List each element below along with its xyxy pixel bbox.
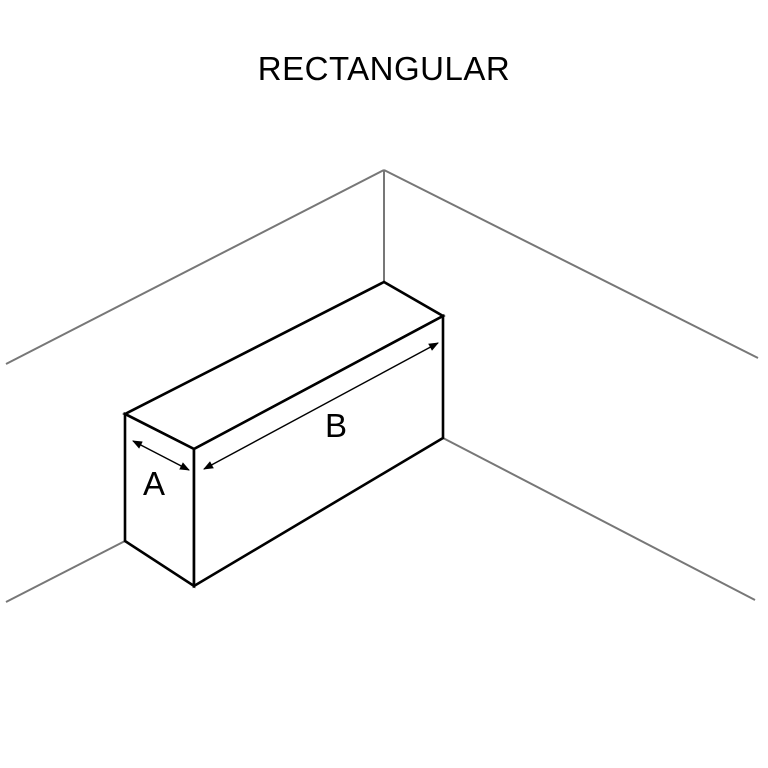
label-b: B	[325, 407, 347, 444]
room-corner	[5, 169, 759, 603]
dimension-arrow-a	[132, 440, 190, 471]
label-a: A	[143, 465, 165, 502]
dimension-arrow-b	[203, 342, 439, 470]
right-wall-top-edge	[383, 169, 759, 359]
diagram-title: RECTANGULAR	[257, 50, 511, 87]
left-wall-top-edge	[5, 169, 385, 365]
left-floor-edge	[5, 540, 126, 603]
rectangular-box	[122, 280, 446, 589]
right-floor-edge	[442, 437, 756, 601]
